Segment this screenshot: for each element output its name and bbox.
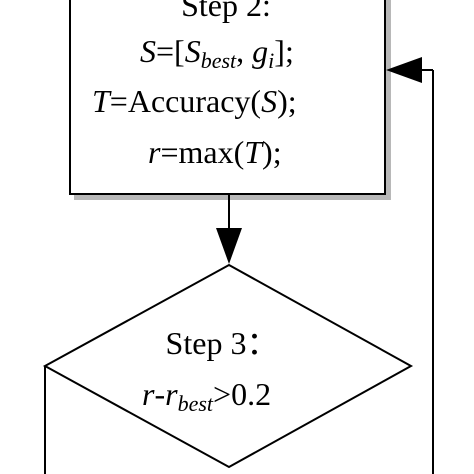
step2-line2: T=Accuracy(S); (92, 83, 297, 119)
step2-box (69, 0, 386, 195)
step3-title: Step 3： (166, 325, 279, 361)
arrow-step2-to-step3-head (216, 228, 242, 264)
step3-diamond (42, 263, 414, 469)
step2-line1: S=[Sbest, gi]; (140, 33, 294, 73)
step3-condition: r-rbest>0.2 (142, 376, 271, 416)
feedback-arrow-head (386, 57, 422, 83)
step2-line3: r=max(T); (148, 134, 282, 170)
step2-title: Step 2: (181, 0, 271, 23)
